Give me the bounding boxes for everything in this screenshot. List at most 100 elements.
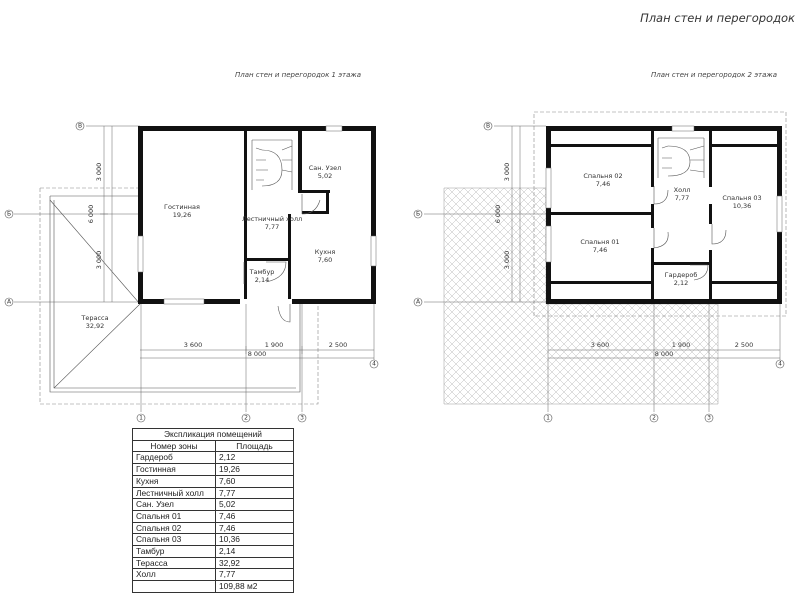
axis-b: Б <box>7 211 11 218</box>
zone-cell: Кухня <box>132 474 216 488</box>
area-cell: 2,14 <box>215 545 294 558</box>
floor1-terrace-outline <box>39 187 319 405</box>
room-area-bedroom-02: 7,46 <box>596 180 610 188</box>
floor1-dimension-lines <box>100 126 374 359</box>
dim-3600: 3 600 <box>184 341 203 349</box>
area-cell: 7,77 <box>215 568 294 582</box>
zone-cell: Лестничный холл <box>132 486 216 500</box>
room-area-bedroom-03: 10,36 <box>733 202 752 210</box>
floor2-windows <box>545 125 783 263</box>
axis-a: А <box>416 299 421 306</box>
table-header-row: Номер зоны Площадь <box>132 439 294 453</box>
axis-1: 1 <box>139 415 143 422</box>
floor1-windows <box>137 125 377 305</box>
zone-cell: Тамбур <box>132 545 216 558</box>
room-explication-table: Экспликация помещений Номер зоны Площадь… <box>132 428 294 593</box>
room-area-bathroom: 5,02 <box>318 172 332 180</box>
column-header-zone: Номер зоны <box>132 439 216 453</box>
zone-cell: Холл <box>132 568 216 582</box>
zone-cell: Спальня 03 <box>132 533 216 547</box>
floor2-doors <box>653 186 727 281</box>
axis-v: В <box>78 123 82 130</box>
room-area-living: 19,26 <box>173 211 192 219</box>
floor1-dimension-texts: 3 600 1 900 2 500 8 000 3 000 3 000 6 00… <box>87 163 347 358</box>
axis-4: 4 <box>372 361 376 368</box>
floor1-plan: План стен и перегородок 1 этажа <box>4 71 379 423</box>
area-cell: 5,02 <box>215 498 294 511</box>
room-area-terrace: 32,92 <box>86 322 105 330</box>
dim-2500: 2 500 <box>329 341 348 349</box>
total-area-cell: 109,88 м2 <box>215 580 294 593</box>
area-cell: 7,60 <box>215 474 294 488</box>
room-area-vestibule: 2,14 <box>255 276 269 284</box>
axis-3: 3 <box>300 415 304 422</box>
floor1-doors <box>243 194 321 323</box>
area-cell: 7,46 <box>215 521 294 535</box>
axis-v: В <box>486 123 490 130</box>
column-header-area: Площадь <box>215 439 294 453</box>
area-cell: 32,92 <box>215 556 294 570</box>
floor2-dimension-lines <box>511 126 780 359</box>
room-label-bedroom-02: Спальня 02 <box>583 172 622 180</box>
axis-2: 2 <box>652 415 656 422</box>
zone-cell: Гардероб <box>132 451 216 465</box>
dim-v-3000-upper: 3 000 <box>95 163 103 182</box>
zone-cell: Спальня 02 <box>132 521 216 535</box>
zone-cell: Гостинная <box>132 463 216 476</box>
dim-2500: 2 500 <box>735 341 754 349</box>
floor1-axis-markers: В Б А 1 2 3 4 <box>4 121 379 423</box>
area-cell: 10,36 <box>215 533 294 547</box>
room-label-bathroom: Сан. Узел <box>309 164 341 172</box>
axis-2: 2 <box>244 415 248 422</box>
sheet-title: План стен и перегородок <box>640 11 795 25</box>
floor2-title: План стен и перегородок 2 этажа <box>651 71 777 79</box>
zone-cell: Терасса <box>132 556 216 570</box>
dim-v-6000: 6 000 <box>87 205 95 224</box>
axis-4: 4 <box>778 361 782 368</box>
room-label-stair-hall: Лестничный холл <box>242 215 302 223</box>
zone-cell: Спальня 01 <box>132 509 216 523</box>
room-area-wardrobe: 2,12 <box>674 279 688 287</box>
room-label-wardrobe: Гардероб <box>665 271 698 279</box>
axis-a: А <box>7 299 12 306</box>
area-cell: 7,46 <box>215 509 294 523</box>
room-area-hall: 7,77 <box>675 194 689 202</box>
room-area-stair-hall: 7,77 <box>265 223 279 231</box>
dim-v-3000-upper: 3 000 <box>503 163 511 182</box>
room-area-bedroom-01: 7,46 <box>593 246 607 254</box>
dim-8000: 8 000 <box>248 350 267 358</box>
room-label-living: Гостинная <box>164 203 200 211</box>
floor2-staircase <box>657 137 705 178</box>
floor2-axis-markers: В Б А 1 2 3 4 <box>413 121 785 423</box>
room-label-bedroom-01: Спальня 01 <box>580 238 619 246</box>
room-label-hall: Холл <box>674 186 691 194</box>
table-title: Экспликация помещений <box>132 428 294 441</box>
table-title-row: Экспликация помещений <box>132 428 294 441</box>
axis-b: Б <box>416 211 420 218</box>
zone-cell: Сан. Узел <box>132 498 216 511</box>
floor1-room-labels: Гостинная 19,26 Сан. Узел 5,02 Лестничны… <box>80 164 341 330</box>
table-total-row: 109,88 м2 <box>132 580 294 593</box>
floor2-room-labels: Спальня 02 7,46 Холл 7,77 Спальня 03 10,… <box>580 172 761 287</box>
room-label-vestibule: Тамбур <box>249 268 275 276</box>
total-label-cell <box>132 580 216 593</box>
floor2-dimension-texts: 3 600 1 900 2 500 8 000 3 000 3 000 6 00… <box>494 163 753 358</box>
axis-1: 1 <box>546 415 550 422</box>
floor1-title: План стен и перегородок 1 этажа <box>235 71 361 79</box>
dim-3600: 3 600 <box>591 341 610 349</box>
room-label-kitchen: Кухня <box>315 248 336 256</box>
dim-8000: 8 000 <box>655 350 674 358</box>
floor1-staircase <box>251 139 293 190</box>
floor2-roof <box>443 111 787 405</box>
